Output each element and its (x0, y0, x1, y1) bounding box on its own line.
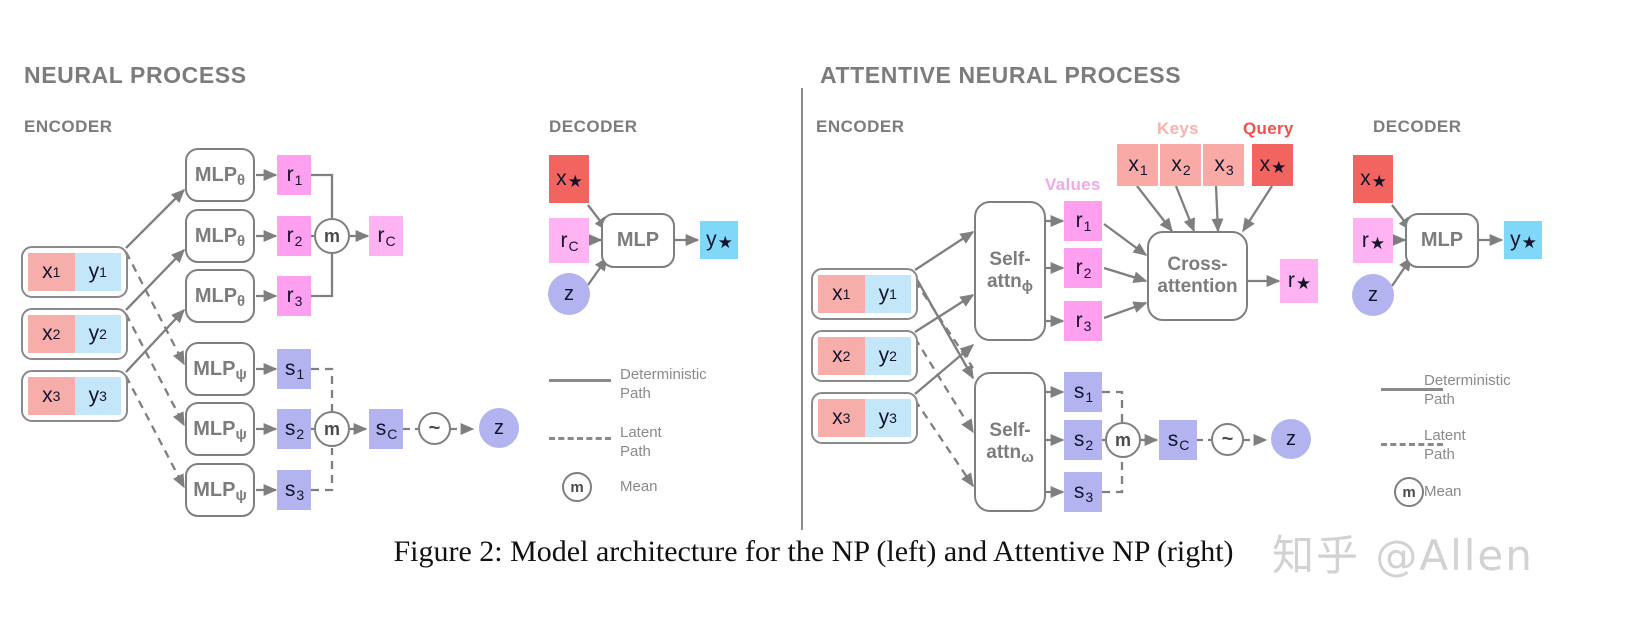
right-sample-node: ~ (1211, 423, 1244, 456)
watermark: 知乎 @Allen (1272, 531, 1534, 580)
right-mean-latent: m (1105, 422, 1141, 458)
right-z-node: z (1271, 419, 1311, 459)
left-encoder-title: ENCODER (24, 117, 113, 136)
right-legend-dashed-line (1381, 443, 1443, 446)
left-legend-solid-line (549, 379, 611, 382)
cross-attention-box[interactable]: Cross- attention (1147, 231, 1248, 321)
right-self-attn-omega[interactable]: Self- attnω (974, 372, 1046, 512)
right-encoder-title: ENCODER (816, 117, 905, 136)
left-legend-deterministic: Deterministic Path (620, 366, 707, 402)
right-r-star-node: r★ (1280, 259, 1318, 303)
right-decoder-z: z (1352, 274, 1394, 316)
left-legend-latent: Latent Path (620, 424, 662, 460)
figure-caption: Figure 2: Model architecture for the NP … (393, 535, 1234, 568)
query-label: Query (1243, 119, 1294, 138)
left-decoder-y-star: y★ (700, 221, 738, 259)
left-panel-title: NEURAL PROCESS (24, 62, 247, 88)
right-legend-latent: Latent Path (1424, 427, 1466, 463)
panel-divider (801, 88, 803, 530)
left-legend-mean-icon: m (562, 472, 592, 502)
right-query-x-star: x★ (1252, 144, 1293, 186)
keys-label: Keys (1157, 119, 1199, 138)
right-decoder-mlp[interactable]: MLP (1405, 213, 1479, 268)
right-decoder-title: DECODER (1373, 117, 1462, 136)
values-label: Values (1045, 175, 1101, 194)
left-mean-deterministic: m (314, 218, 350, 254)
left-legend-mean-label: Mean (620, 478, 658, 495)
right-legend-deterministic: Deterministic Path (1424, 372, 1511, 408)
left-legend-dashed-line (549, 437, 611, 440)
left-mean-latent: m (314, 411, 350, 447)
left-z-node: z (479, 408, 519, 448)
left-decoder-z: z (548, 273, 590, 315)
right-legend-mean-icon: m (1394, 477, 1424, 507)
right-legend-solid-line (1381, 388, 1443, 391)
left-decoder-title: DECODER (549, 117, 638, 136)
left-sample-node: ~ (418, 412, 451, 445)
right-decoder-x-star: x★ (1353, 155, 1393, 203)
right-decoder-r-star: r★ (1353, 218, 1393, 263)
left-decoder-x-star: x★ (549, 155, 589, 203)
right-decoder-y-star: y★ (1504, 221, 1542, 259)
right-legend-mean-label: Mean (1424, 483, 1462, 500)
right-self-attn-phi[interactable]: Self- attnϕ (974, 201, 1046, 341)
left-decoder-mlp[interactable]: MLP (601, 213, 675, 268)
right-panel-title: ATTENTIVE NEURAL PROCESS (820, 62, 1182, 88)
